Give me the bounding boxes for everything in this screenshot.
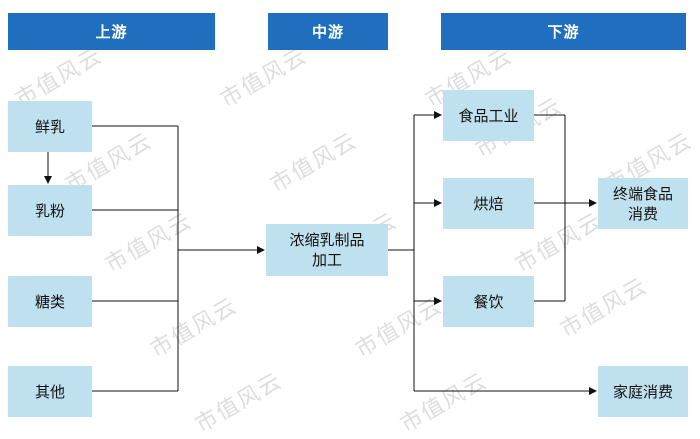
node-household-consumption: 家庭消费 (598, 366, 688, 417)
header-downstream: 下游 (441, 13, 686, 50)
node-other: 其他 (8, 366, 92, 417)
header-upstream: 上游 (8, 13, 215, 50)
node-fresh-milk: 鲜乳 (8, 101, 92, 152)
node-midstream-line2: 加工 (311, 251, 342, 269)
node-food-industry: 食品工业 (443, 90, 534, 141)
node-terminal-food-consumption: 终端食品 消费 (598, 178, 688, 229)
node-terminal-line1: 终端食品 (612, 184, 673, 203)
node-milk-powder: 乳粉 (8, 185, 92, 236)
node-concentrated-dairy-processing: 浓缩乳制品 加工 (266, 224, 388, 276)
node-midstream-line1: 浓缩乳制品 (289, 231, 365, 249)
node-baking: 烘焙 (443, 178, 534, 229)
node-sugar: 糖类 (8, 276, 92, 327)
header-midstream: 中游 (268, 13, 388, 50)
node-catering: 餐饮 (443, 276, 534, 327)
node-terminal-line2: 消费 (627, 204, 658, 223)
